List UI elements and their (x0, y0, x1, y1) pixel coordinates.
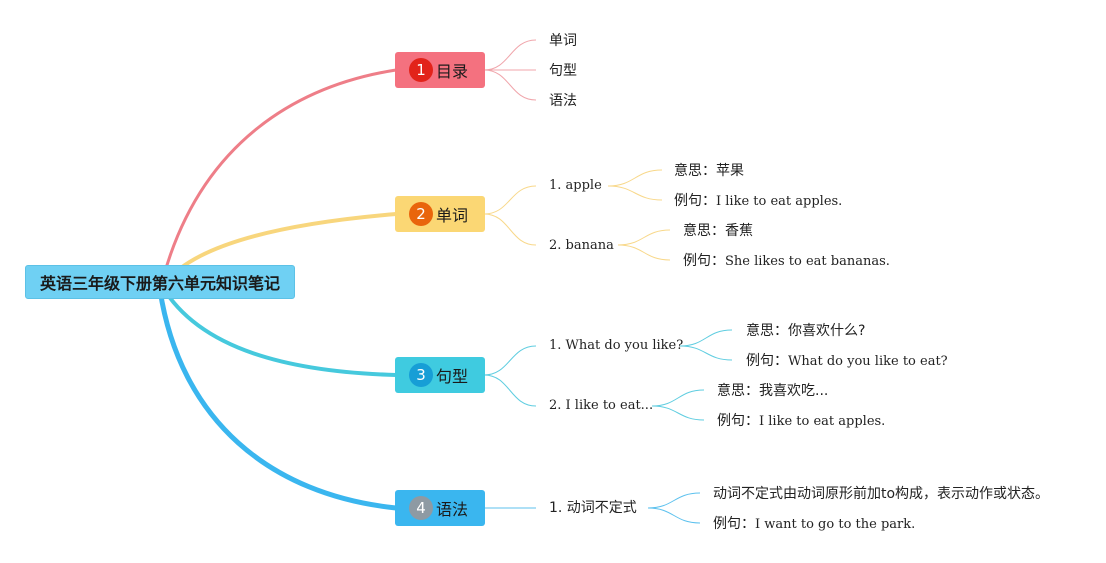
branch-grammar[interactable]: 4 语法 (395, 490, 485, 526)
sentence-2-meaning[interactable]: 意思：我喜欢吃... (717, 383, 829, 399)
branch-toc[interactable]: 1 目录 (395, 52, 485, 88)
branch-label: 目录 (436, 62, 469, 81)
branch-label: 语法 (436, 500, 469, 519)
example-prefix: 例句： (674, 193, 716, 209)
sentence-2-example[interactable]: 例句：I like to eat apples. (717, 412, 885, 431)
branch-words[interactable]: 2 单词 (395, 196, 485, 232)
sentence-topic-i-like-to-eat[interactable]: 2. I like to eat... (549, 398, 654, 413)
toc-item-words[interactable]: 单词 (549, 33, 577, 49)
word-banana-meaning[interactable]: 意思：香蕉 (683, 223, 753, 239)
grammar-infinitive-description[interactable]: 动词不定式由动词原形前加to构成，表示动作或状态。 (713, 486, 1050, 502)
word-apple-example[interactable]: 例句：I like to eat apples. (674, 192, 842, 211)
number-2-icon: 2 (409, 202, 433, 226)
example-prefix: 例句： (746, 353, 788, 369)
word-banana-example[interactable]: 例句：She likes to eat bananas. (683, 252, 890, 271)
branch-label: 句型 (436, 367, 469, 386)
branch-label: 单词 (436, 206, 469, 225)
word-topic-apple[interactable]: 1. apple (549, 178, 602, 193)
example-prefix: 例句： (717, 413, 759, 429)
example-text: I want to go to the park. (755, 517, 916, 532)
grammar-infinitive-example[interactable]: 例句：I want to go to the park. (713, 515, 915, 534)
number-1-icon: 1 (409, 58, 433, 82)
branch-sentences[interactable]: 3 句型 (395, 357, 485, 393)
grammar-topic-infinitive[interactable]: 1. 动词不定式 (549, 500, 637, 516)
example-text: What do you like to eat? (788, 354, 948, 369)
number-3-icon: 3 (409, 363, 433, 387)
toc-item-grammar[interactable]: 语法 (549, 93, 577, 109)
example-prefix: 例句： (713, 516, 755, 532)
root-topic[interactable]: 英语三年级下册第六单元知识笔记 (25, 265, 295, 299)
root-title: 英语三年级下册第六单元知识笔记 (39, 274, 280, 293)
word-apple-meaning[interactable]: 意思：苹果 (674, 163, 744, 179)
example-text: I like to eat apples. (716, 194, 843, 209)
number-4-icon: 4 (409, 496, 433, 520)
toc-item-sentences[interactable]: 句型 (549, 63, 577, 79)
sentence-topic-what-do-you-like[interactable]: 1. What do you like? (549, 338, 684, 353)
word-topic-banana[interactable]: 2. banana (549, 238, 614, 253)
example-prefix: 例句： (683, 253, 725, 269)
example-text: I like to eat apples. (759, 414, 886, 429)
example-text: She likes to eat bananas. (725, 254, 890, 269)
sentence-1-meaning[interactable]: 意思：你喜欢什么? (746, 323, 866, 339)
sentence-1-example[interactable]: 例句：What do you like to eat? (746, 352, 948, 371)
